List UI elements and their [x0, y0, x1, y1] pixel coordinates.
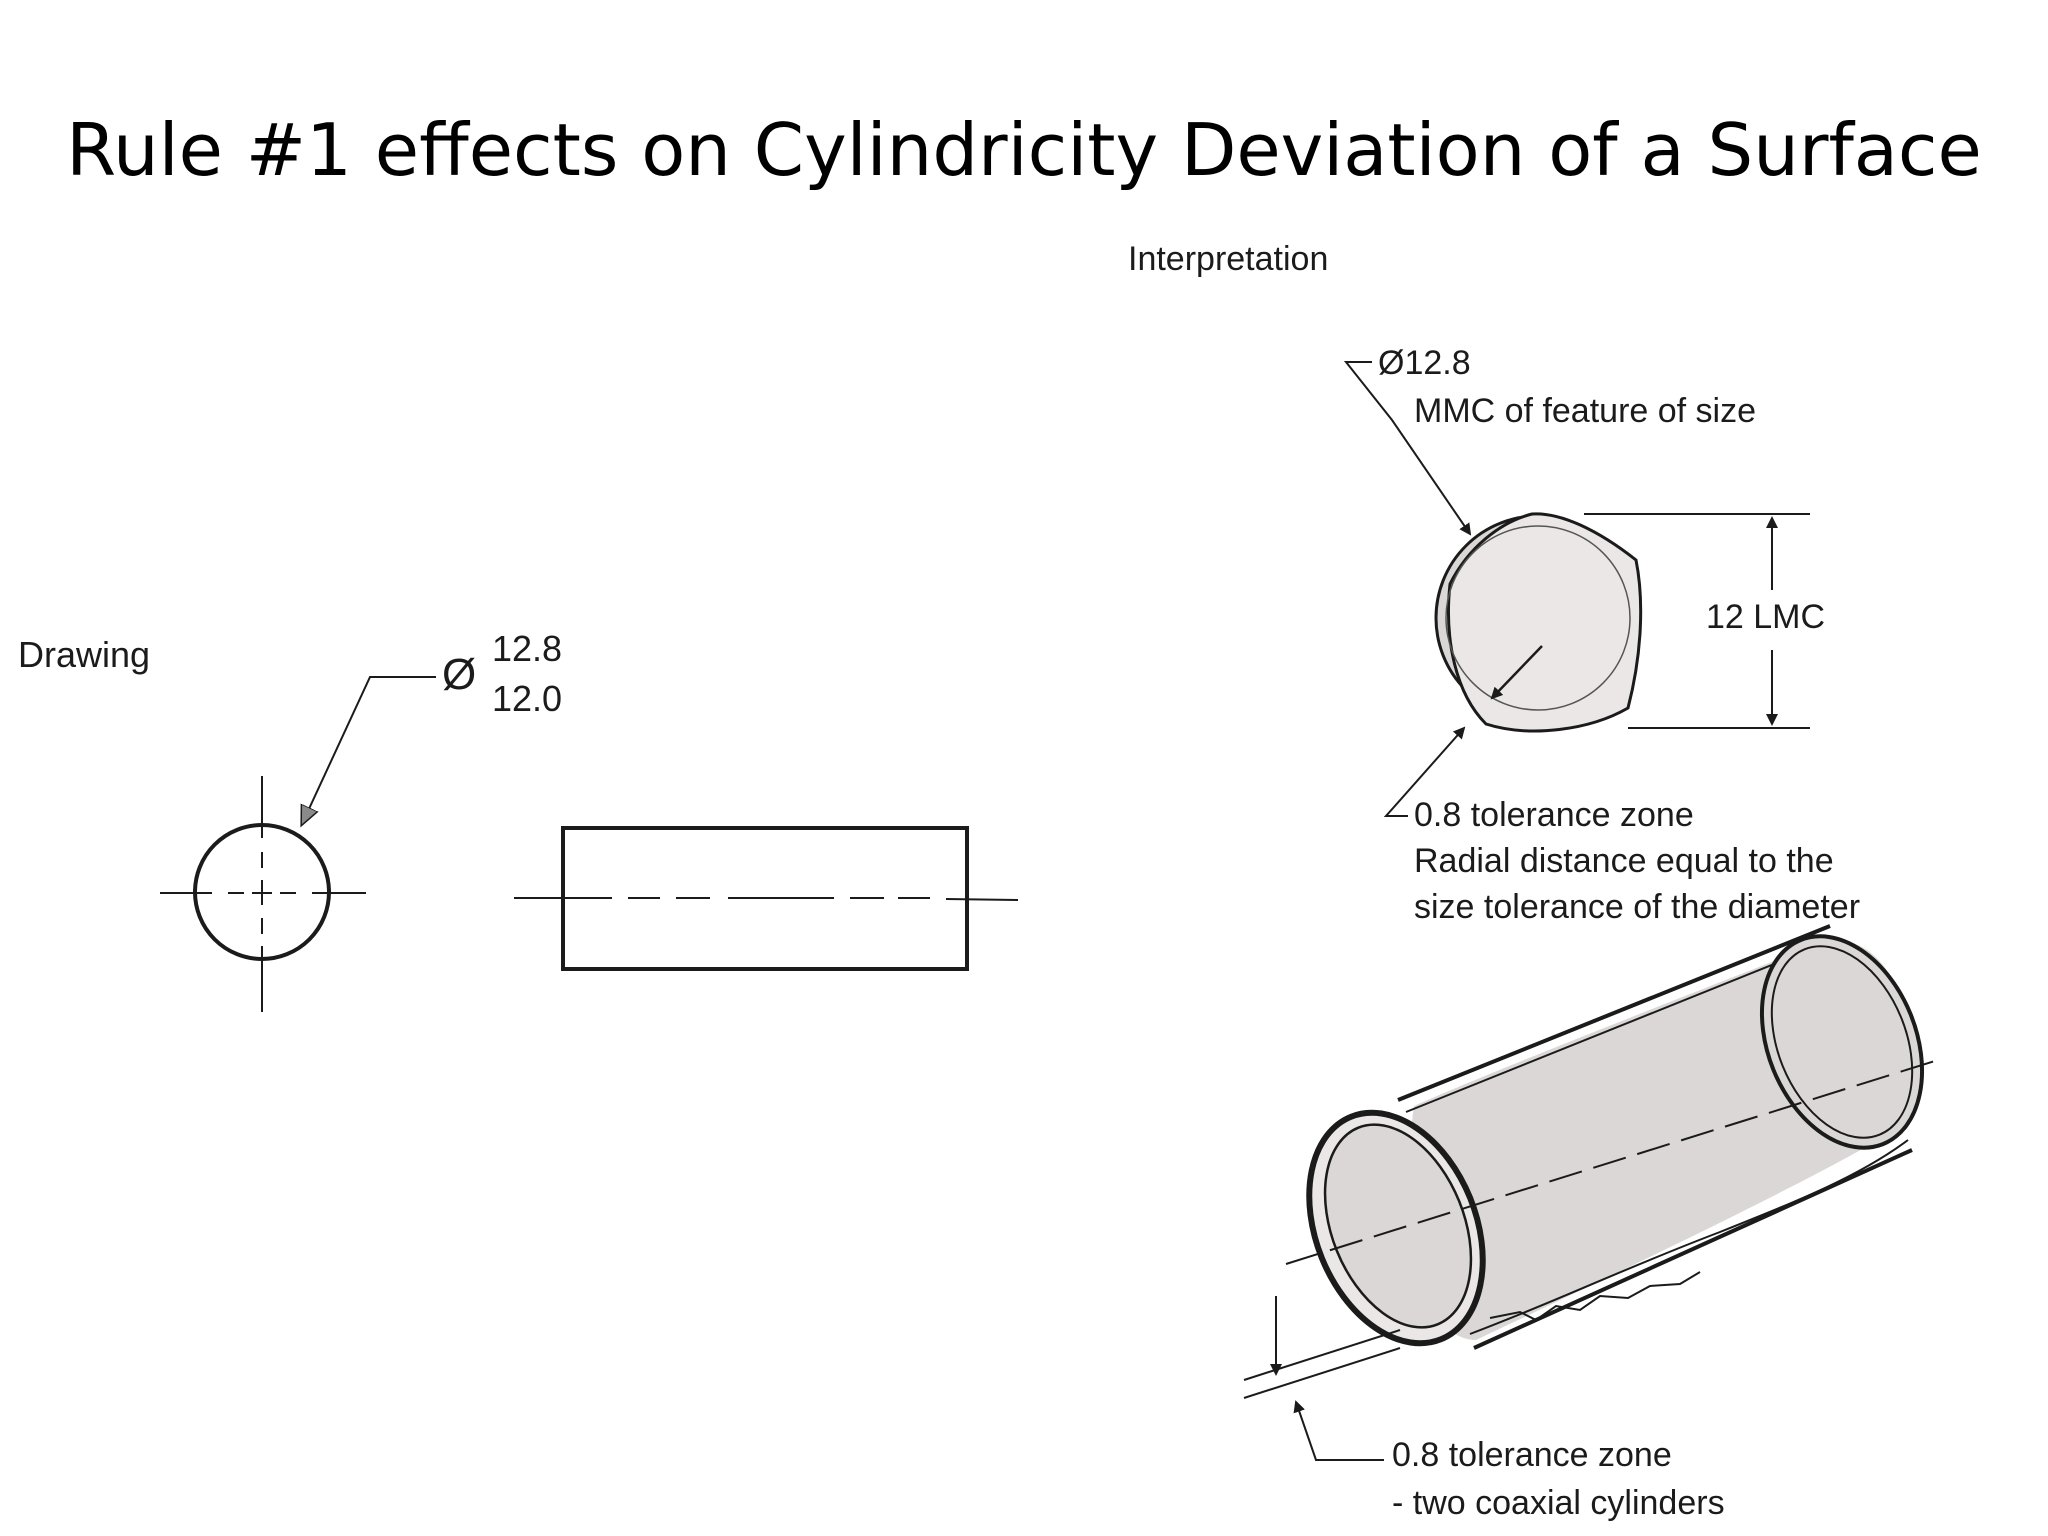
upper-limit: 12.8: [492, 628, 563, 669]
zone-label: 0.8 tolerance zone: [1414, 796, 1694, 834]
radial-arrow: [1490, 645, 1543, 700]
end-view: [160, 776, 366, 1012]
side-view: [514, 826, 1019, 971]
isometric-cylinder: [1285, 924, 1939, 1350]
lower-limit: 12.0: [492, 678, 563, 719]
lmc-label: 12 LMC: [1706, 598, 1826, 636]
diameter-symbol: Ø: [442, 650, 477, 699]
bottom-tolerance-dimension: [1243, 1296, 1401, 1461]
dimension-leader: [302, 676, 436, 824]
lmc-dimension: [1584, 513, 1810, 729]
drawing-heading: Drawing: [18, 634, 151, 675]
slide-title: Rule #1 effects on Cylindricity Deviatio…: [66, 108, 1982, 192]
mmc-label: MMC of feature of size: [1414, 392, 1757, 430]
mmc-leader: [1343, 361, 1472, 536]
zone2-desc: - two coaxial cylinders: [1392, 1484, 1725, 1522]
interpretation-heading: Interpretation: [1128, 240, 1329, 278]
zone2-label: 0.8 tolerance zone: [1392, 1436, 1672, 1474]
zone-desc-line-2: size tolerance of the diameter: [1414, 888, 1861, 926]
cross-section: [1434, 512, 1643, 733]
zone-leader: [1383, 726, 1466, 817]
mmc-value: Ø12.8: [1378, 344, 1471, 382]
zone-desc-line-1: Radial distance equal to the: [1414, 842, 1834, 880]
